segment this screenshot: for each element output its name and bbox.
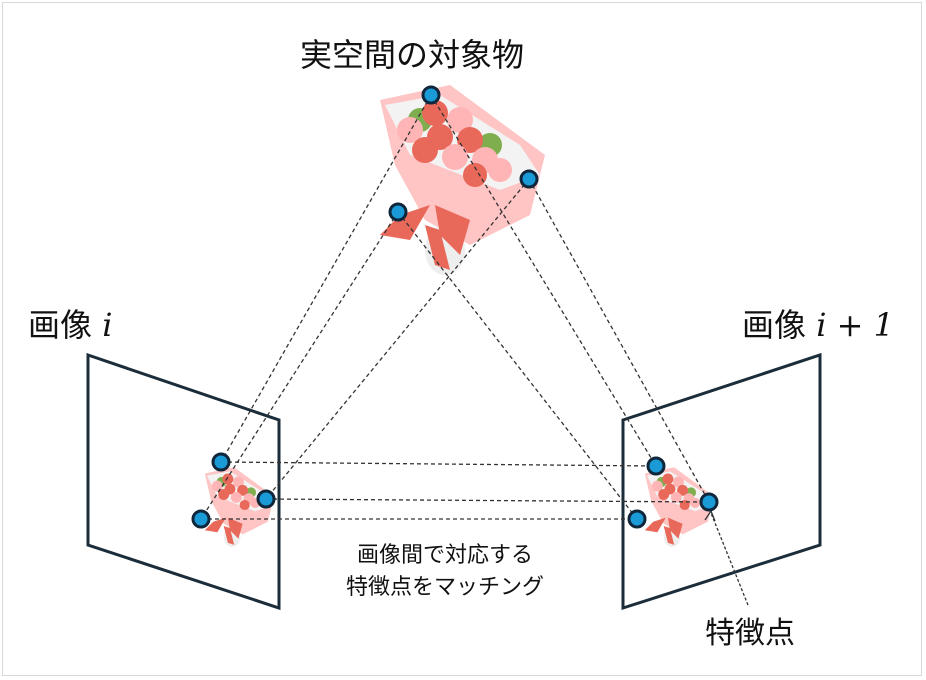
feature-points <box>191 85 719 529</box>
feature-point <box>388 202 408 222</box>
feature-point <box>421 85 441 105</box>
feature-point <box>627 509 647 529</box>
image-index-var: i + 1 <box>816 306 894 344</box>
feature-point <box>519 169 539 189</box>
image-index-var: i <box>102 306 113 344</box>
match-line <box>265 498 710 503</box>
image-i-label: 画像 i <box>28 300 112 346</box>
feature-point <box>256 489 276 509</box>
matching-caption: 画像間で対応する 特徴点をマッチング <box>315 540 575 604</box>
feature-point <box>211 452 231 472</box>
feature-point <box>646 456 666 476</box>
caption-line: 特徴点をマッチング <box>345 575 544 600</box>
feature-point <box>191 509 211 529</box>
image-i-plus-1-label: 画像 i + 1 <box>742 300 894 346</box>
feature-point-label: 特徴点 <box>705 616 795 651</box>
projection-line <box>397 211 638 520</box>
feature-pointer-line <box>710 512 749 606</box>
projection-line <box>220 94 432 463</box>
feature-point <box>699 492 719 512</box>
projection-line <box>265 178 530 500</box>
caption-line: 画像間で対応する <box>356 543 533 568</box>
correspondence-lines <box>200 94 749 606</box>
projection-line <box>430 94 657 467</box>
projection-line <box>200 211 399 520</box>
image-label-text: 画像 <box>28 306 93 344</box>
projection-line <box>528 178 710 503</box>
image-label-text: 画像 <box>742 306 807 344</box>
match-line <box>220 461 657 467</box>
real-object-title: 実空間の対象物 <box>300 36 525 74</box>
